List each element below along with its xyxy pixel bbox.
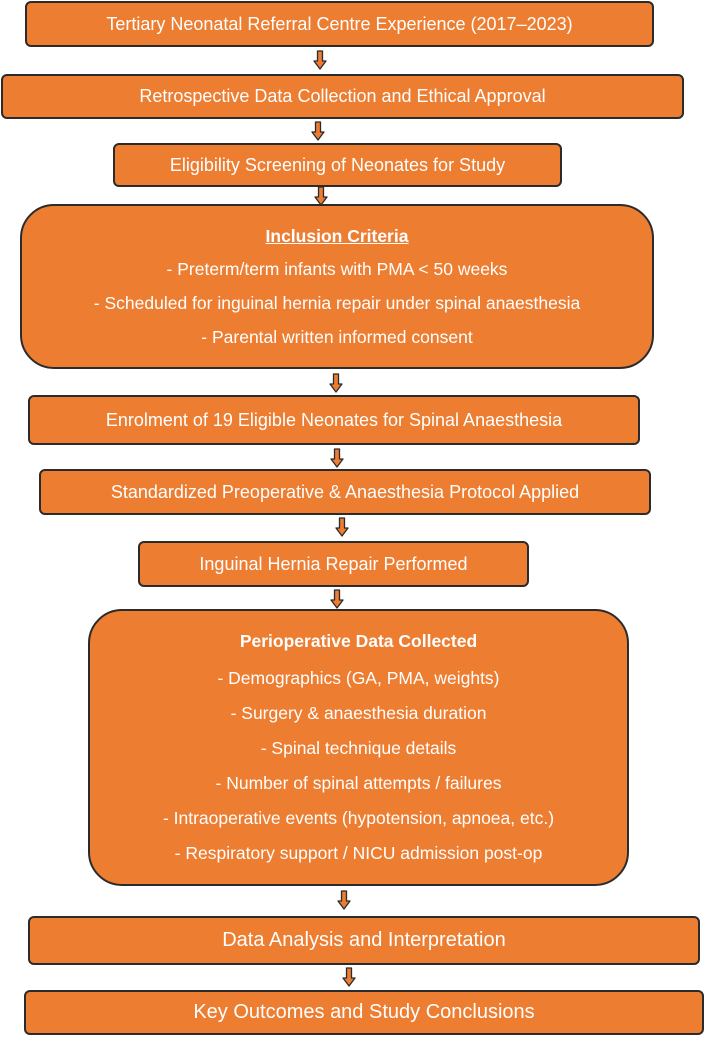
step-eligibility-screening-label: Eligibility Screening of Neonates for St… [169,154,506,175]
step-hernia-repair-label: Inguinal Hernia Repair Performed [199,553,468,574]
step-protocol-label: Standardized Preoperative & Anaesthesia … [110,481,580,502]
down-arrow-icon [314,186,328,206]
step-data-collection: Retrospective Data Collection and Ethica… [1,74,684,119]
perioperative-item: - Surgery & anaesthesia duration [230,703,487,723]
step-data-analysis: Data Analysis and Interpretation [28,916,700,965]
down-arrow-icon [311,121,325,141]
inclusion-criteria-title: Inclusion Criteria [265,225,409,246]
step-enrolment: Enrolment of 19 Eligible Neonates for Sp… [28,395,640,445]
inclusion-item: - Scheduled for inguinal hernia repair u… [93,292,581,313]
down-arrow-icon [313,50,327,70]
inclusion-criteria-box: Inclusion Criteria - Preterm/term infant… [20,204,654,369]
down-arrow-icon [337,890,351,910]
inclusion-item: - Parental written informed consent [201,326,473,347]
down-arrow-icon [330,589,344,609]
step-eligibility-screening: Eligibility Screening of Neonates for St… [113,143,562,187]
perioperative-data-box: Perioperative Data Collected - Demograph… [88,609,629,886]
step-key-outcomes-label: Key Outcomes and Study Conclusions [193,1001,535,1023]
step-data-collection-label: Retrospective Data Collection and Ethica… [139,86,546,106]
perioperative-data-title: Perioperative Data Collected [239,631,478,651]
step-hernia-repair: Inguinal Hernia Repair Performed [138,541,529,587]
perioperative-item: - Spinal technique details [260,738,457,758]
perioperative-item: - Demographics (GA, PMA, weights) [217,668,500,688]
step-protocol: Standardized Preoperative & Anaesthesia … [39,469,651,515]
inclusion-item: - Preterm/term infants with PMA < 50 wee… [166,258,508,279]
perioperative-item: - Respiratory support / NICU admission p… [174,843,543,863]
perioperative-item: - Number of spinal attempts / failures [215,773,502,793]
down-arrow-icon [335,517,349,537]
step-key-outcomes: Key Outcomes and Study Conclusions [24,990,704,1035]
down-arrow-icon [329,373,343,393]
step-data-analysis-label: Data Analysis and Interpretation [222,929,506,951]
step-referral-centre-label: Tertiary Neonatal Referral Centre Experi… [106,13,573,34]
down-arrow-icon [330,448,344,468]
perioperative-item: - Intraoperative events (hypotension, ap… [162,808,555,828]
down-arrow-icon [342,967,356,987]
step-enrolment-label: Enrolment of 19 Eligible Neonates for Sp… [105,409,563,430]
step-referral-centre: Tertiary Neonatal Referral Centre Experi… [25,1,654,47]
